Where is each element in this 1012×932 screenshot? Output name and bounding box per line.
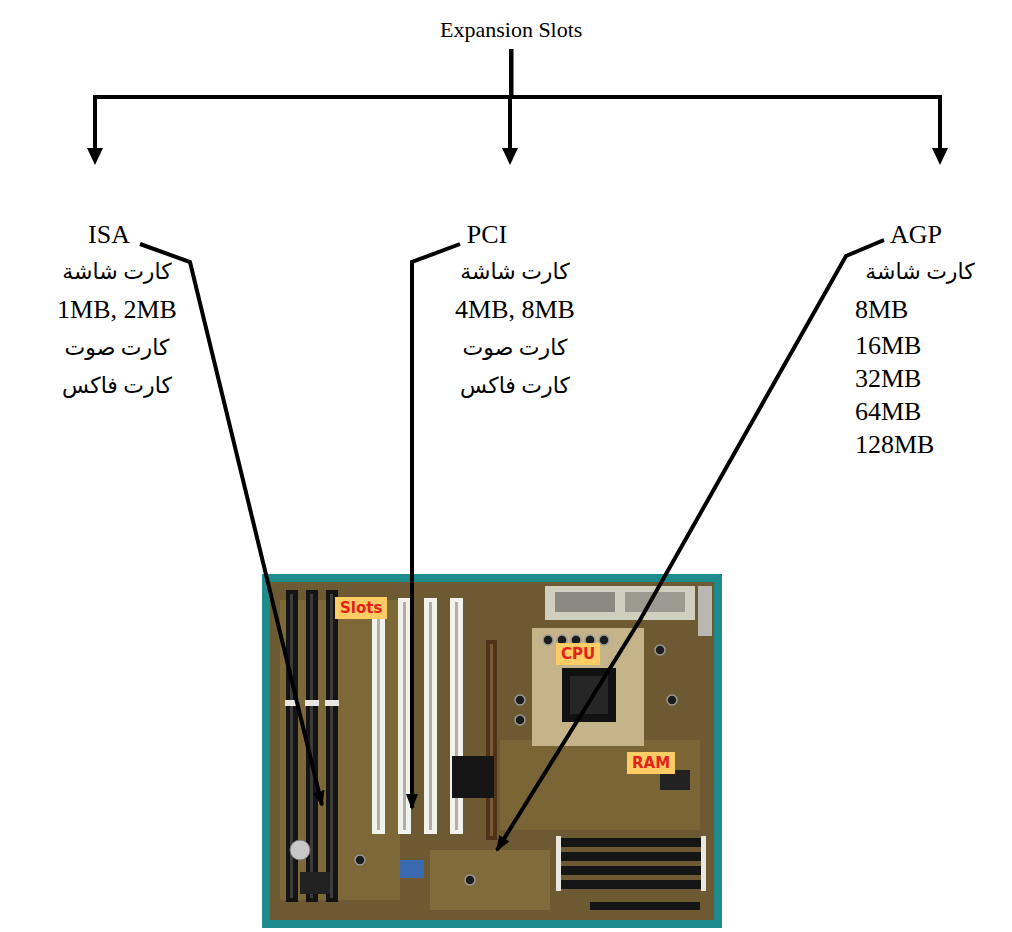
card-spec: 128MB [850,428,990,461]
arrow-head [502,148,518,165]
cpu-socket [532,628,644,746]
card-spec: 16MB [850,329,990,362]
card-spec: كارت فاكس [32,367,202,405]
card-spec: كارت صوت [32,329,202,367]
photo-frame [262,574,722,928]
branch-arrow [87,49,511,165]
board [270,582,714,920]
card-spec: كارت شاشة [430,253,600,291]
slot-type: PCI [430,217,600,253]
slot-type: ISA [32,217,202,253]
board-label: CPU [556,643,600,665]
card-spec: كارت فاكس [430,367,600,405]
card-spec: 8MB [850,291,990,329]
card-spec: كارت شاشة [850,253,990,291]
card-spec: 32MB [850,362,990,395]
branch-arrow [511,49,948,165]
isa-slots [285,590,339,902]
connector-line [95,49,511,151]
slot-column: ISAكارت شاشة1MB, 2MBكارت صوتكارت فاكس [32,165,202,405]
card-spec: كارت صوت [430,329,600,367]
board-label: Slots [335,597,387,619]
slot-column: PCIكارت شاشة4MB, 8MBكارت صوتكارت فاكس [430,165,600,405]
arrow-head [932,148,948,165]
card-spec: 64MB [850,395,990,428]
chipset [452,756,494,798]
cpu-chip [562,668,616,722]
card-spec: 1MB, 2MB [32,291,202,329]
card-spec: كارت شاشة [32,253,202,291]
agp-leader [497,240,884,850]
connector-line [511,49,940,151]
pci-slots [372,598,463,834]
pci-leader [412,244,460,808]
ram-slots [556,836,706,910]
isa-leader [140,244,322,805]
group-heading: Expansion Slots [440,14,582,46]
agp-slot [486,640,497,840]
slot-column: AGPكارت شاشة8MB16MB32MB64MB128MB [850,165,990,461]
arrow-head [87,148,103,165]
heading-text: Expansion Slots [440,14,582,46]
card-spec: 4MB, 8MB [430,291,600,329]
slot-type: AGP [850,217,990,253]
board-label: RAM [627,752,675,774]
